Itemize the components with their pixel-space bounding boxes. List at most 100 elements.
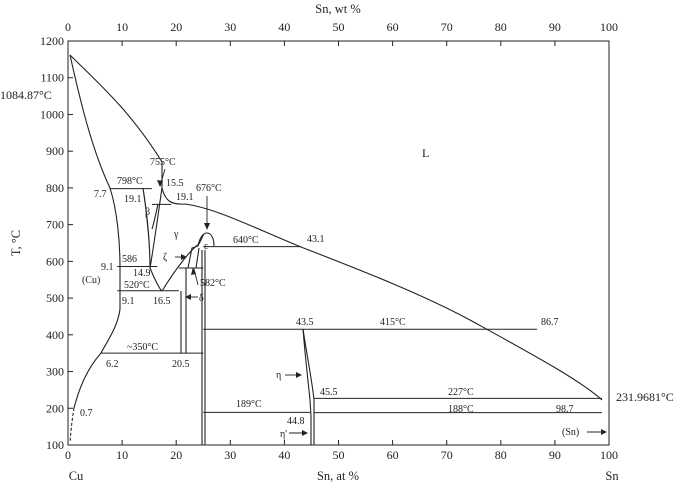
x-top-tick-label: 70 bbox=[441, 20, 453, 34]
gamma-lower bbox=[149, 267, 163, 292]
phase-label-sn: (Sn) bbox=[562, 427, 579, 438]
ann-640: 640°C bbox=[233, 235, 259, 246]
x-bottom-tick-label: 40 bbox=[278, 448, 290, 462]
x-bottom-tick-label: 10 bbox=[116, 448, 128, 462]
x-top-tick-label: 60 bbox=[387, 20, 399, 34]
phase-label-eta: η bbox=[276, 370, 281, 381]
arrowhead-delta bbox=[185, 294, 191, 300]
sn-melting-point: 231.9681°C bbox=[616, 390, 674, 404]
arrowhead-zeta bbox=[181, 254, 187, 260]
y-tick-label: 1200 bbox=[40, 34, 64, 48]
ann-798: 798°C bbox=[117, 176, 143, 187]
y-tick-label: 700 bbox=[46, 218, 64, 232]
ann-43-5: 43.5 bbox=[296, 317, 314, 328]
annotation-arrows bbox=[159, 168, 606, 434]
x-top-tick-label: 20 bbox=[170, 20, 182, 34]
arrowhead-sn bbox=[601, 429, 607, 435]
eta-left bbox=[302, 328, 312, 445]
solvus-cu bbox=[73, 187, 121, 409]
ann-9-1b: 9.1 bbox=[122, 296, 135, 307]
x-bottom-tick-label: 50 bbox=[333, 448, 345, 462]
x-bottom-tick-label: 90 bbox=[549, 448, 561, 462]
x-top-tick-label: 10 bbox=[116, 20, 128, 34]
y-tick-label: 800 bbox=[46, 181, 64, 195]
arrowhead-eta-prime bbox=[302, 430, 308, 436]
x-bottom-tick-label: 80 bbox=[495, 448, 507, 462]
y-tick-label: 600 bbox=[46, 254, 64, 268]
phase-label-epsilon: ε bbox=[204, 241, 208, 252]
x-top-tick-label: 30 bbox=[224, 20, 236, 34]
ann-350: ~350°C bbox=[127, 342, 158, 353]
ann-0-7: 0.7 bbox=[80, 408, 93, 419]
ann-19-1a: 19.1 bbox=[124, 194, 142, 205]
invariant-lines bbox=[101, 188, 602, 414]
y-axis-title: T, °C bbox=[9, 230, 23, 256]
y-tick-label: 100 bbox=[46, 438, 64, 452]
y-tick-label: 200 bbox=[46, 401, 64, 415]
x-bottom-tick-label: 100 bbox=[600, 448, 618, 462]
arrowhead-676 bbox=[204, 223, 210, 230]
arrowhead-eta bbox=[296, 372, 302, 378]
ann-45-5: 45.5 bbox=[320, 387, 338, 398]
beta-gamma-line bbox=[151, 203, 159, 230]
y-tick-label: 1000 bbox=[40, 107, 64, 121]
x-bottom-tick-label: 60 bbox=[387, 448, 399, 462]
ann-189: 189°C bbox=[236, 399, 262, 410]
phase-label-delta: δ bbox=[199, 293, 204, 304]
ann-20-5: 20.5 bbox=[172, 359, 190, 370]
liquidus-curve bbox=[69, 54, 603, 401]
y-tick-label: 1100 bbox=[40, 71, 64, 85]
arrow-heads bbox=[157, 180, 607, 436]
beta-left bbox=[142, 187, 151, 269]
x-top-tick-label: 100 bbox=[600, 20, 618, 34]
x-top-tick-label: 90 bbox=[549, 20, 561, 34]
phase-label-gamma: γ bbox=[173, 229, 179, 240]
y-tick-label: 500 bbox=[46, 291, 64, 305]
ann-86-7: 86.7 bbox=[541, 317, 559, 328]
x-top-tick-label: 40 bbox=[278, 20, 290, 34]
zeta-right bbox=[195, 247, 200, 269]
solvus-cu-dashed bbox=[69, 407, 75, 443]
x-bottom-tick-label: 70 bbox=[441, 448, 453, 462]
ann-19-1b: 19.1 bbox=[176, 192, 194, 203]
ann-227: 227°C bbox=[448, 387, 474, 398]
x-bottom-tick-label: 0 bbox=[65, 448, 71, 462]
beta-right bbox=[149, 187, 163, 269]
x-top-tick-label: 50 bbox=[333, 20, 345, 34]
ann-188: 188°C bbox=[448, 404, 474, 415]
cu-melting-point: 1084.87°C bbox=[0, 88, 52, 102]
phase-label-cu: (Cu) bbox=[82, 275, 100, 286]
phase-label-eta-prime: η' bbox=[280, 429, 287, 440]
ann-6-2: 6.2 bbox=[106, 359, 119, 370]
ann-582: 582°C bbox=[200, 278, 226, 289]
x-bottom-tick-label: 30 bbox=[224, 448, 236, 462]
x-bottom-axis-title: Sn, at % bbox=[317, 469, 359, 483]
arrowhead-755 bbox=[157, 180, 163, 187]
y-tick-label: 900 bbox=[46, 144, 64, 158]
solidus-cu bbox=[69, 54, 111, 189]
x-top-tick-label: 0 bbox=[65, 20, 71, 34]
ann-15-5: 15.5 bbox=[166, 178, 184, 189]
phase-label-beta: β bbox=[145, 207, 150, 218]
x-top-axis-title: Sn, wt % bbox=[315, 2, 361, 16]
endpoint-sn: Sn bbox=[605, 469, 619, 483]
ann-9-1a: 9.1 bbox=[101, 262, 114, 273]
y-tick-label: 300 bbox=[46, 365, 64, 379]
ann-415: 415°C bbox=[380, 317, 406, 328]
zeta-left bbox=[187, 245, 199, 269]
ann-14-9: 14.9 bbox=[133, 268, 151, 279]
phase-label-l: L bbox=[422, 146, 429, 160]
ann-43-1: 43.1 bbox=[307, 234, 325, 245]
ann-98-7: 98.7 bbox=[556, 404, 574, 415]
ann-676: 676°C bbox=[196, 183, 222, 194]
y-tick-label: 400 bbox=[46, 328, 64, 342]
ann-44-8: 44.8 bbox=[287, 416, 305, 427]
arrowhead-582 bbox=[191, 267, 196, 275]
eta-right bbox=[302, 328, 315, 445]
ann-16-5: 16.5 bbox=[153, 296, 171, 307]
ann-7-7: 7.7 bbox=[94, 189, 107, 200]
